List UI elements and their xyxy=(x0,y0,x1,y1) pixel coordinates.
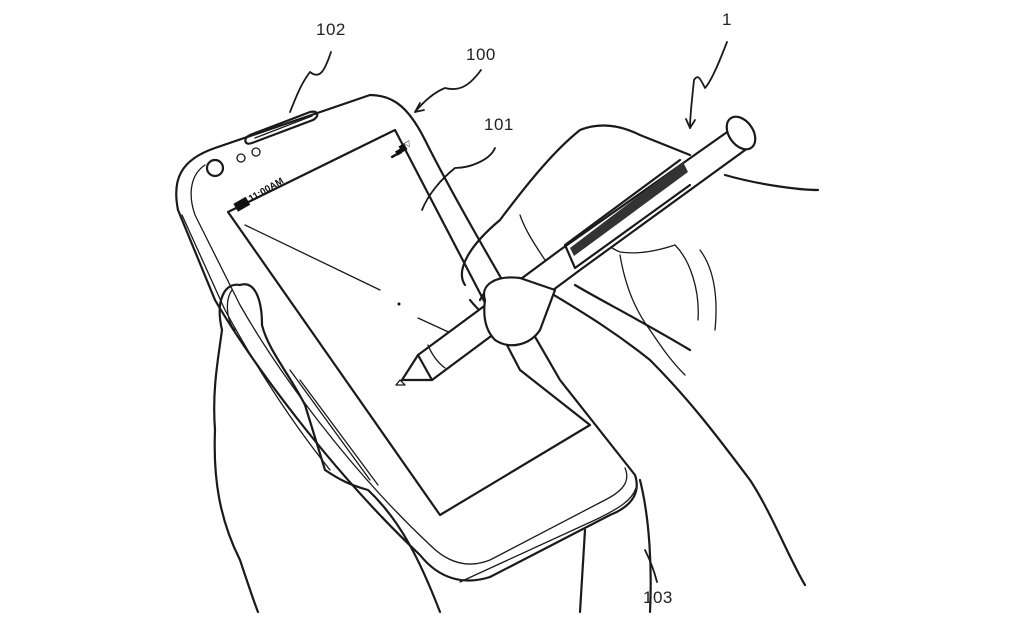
phone-bezel xyxy=(190,164,628,565)
right-hand xyxy=(460,124,692,287)
ref-label-100: 100 xyxy=(466,45,496,64)
leader-102 xyxy=(289,51,332,113)
leader-101 xyxy=(421,147,496,211)
phone-body-outline xyxy=(175,93,638,582)
left-hand xyxy=(213,283,260,614)
phone-side-edge xyxy=(181,214,331,471)
ref-label-1: 1 xyxy=(722,10,732,29)
touch-screen-outline xyxy=(226,128,592,517)
ref-label-102: 102 xyxy=(316,20,346,39)
front-camera-icon xyxy=(205,158,225,178)
leader-1 xyxy=(689,41,728,129)
right-thumb xyxy=(482,276,557,347)
ref-label-103: 103 xyxy=(643,588,673,607)
handwriting-stroke xyxy=(244,224,381,291)
sensor-icon-2 xyxy=(251,147,261,157)
phone-bottom-edge xyxy=(459,487,637,583)
leader-100 xyxy=(414,69,482,113)
stylus-pen xyxy=(395,115,757,386)
sensor-icon xyxy=(236,153,246,163)
leader-103 xyxy=(644,549,658,583)
speaker-grille xyxy=(244,110,319,145)
phone-side-edge-2 xyxy=(289,369,371,481)
phone-side-edge-3 xyxy=(299,379,379,486)
ref-label-101: 101 xyxy=(484,115,514,134)
